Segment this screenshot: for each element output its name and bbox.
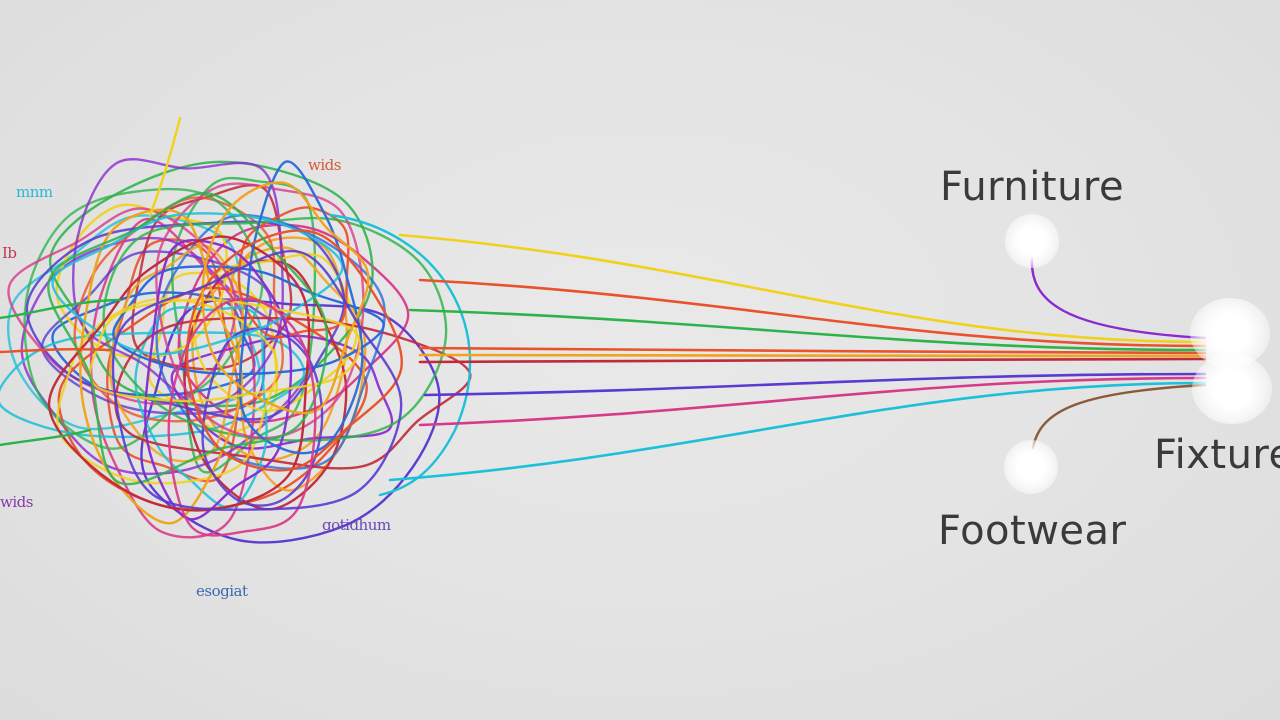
footwear-glow-node [1004,440,1058,494]
footwear-label: Footwear [938,508,1127,554]
converging-strand [398,233,1207,344]
converging-strand [408,308,1207,352]
converging-strand [418,346,1207,355]
tangle-outer-arc [328,213,472,497]
tangle-loop [112,265,385,376]
small-label-bottom-right: gotidhum [322,516,391,534]
furniture-label: Furniture [940,164,1125,210]
furniture-branch-curve [1030,256,1207,340]
stray-strand [0,428,92,447]
tangle-loop [20,237,311,476]
small-label-top-right: wids [308,156,341,174]
tangle-cluster [0,116,472,544]
tangle-loop [238,160,364,455]
small-label-left-lower: wids [0,493,33,511]
tangle-loop [134,306,268,509]
tangle-loop [167,297,317,537]
tangle-loop [51,212,344,356]
tangle-loop [185,229,403,472]
tangle-loop [183,259,348,511]
converging-strand [423,372,1207,397]
converging-strand [388,381,1207,482]
tangle-loop [111,249,403,511]
converging-strand [418,278,1207,348]
tangle-loop [106,238,240,483]
tangle-loop [47,192,329,486]
tangle-loop [23,187,264,450]
stray-strand [148,116,182,217]
tangle-loop [88,298,361,403]
converging-strand [418,357,1207,364]
furniture-glow-node [1005,214,1059,268]
tangle-loop [79,208,243,525]
converging-strands [388,233,1207,482]
tangle-loop [51,291,256,397]
footwear-branch-curve [1031,383,1207,450]
tangle-loop [73,196,284,423]
tangle-loop [144,239,293,521]
convergence-glow-lower [1192,354,1272,424]
tangle-loop [56,297,279,485]
converging-strand [418,376,1207,427]
branch-curves [1030,256,1207,450]
small-label-top-left: mnm [16,183,53,201]
small-label-left-upper: Ib [2,244,17,262]
small-label-bottom: esogiat [196,582,248,600]
tangle-loop [89,217,256,539]
tangle-loop [47,235,311,512]
tangle-loop [201,181,370,415]
stray-strand [0,347,112,354]
stray-strand [0,298,122,320]
converging-strand [418,353,1207,358]
fixture-label: Fixture [1154,432,1280,478]
